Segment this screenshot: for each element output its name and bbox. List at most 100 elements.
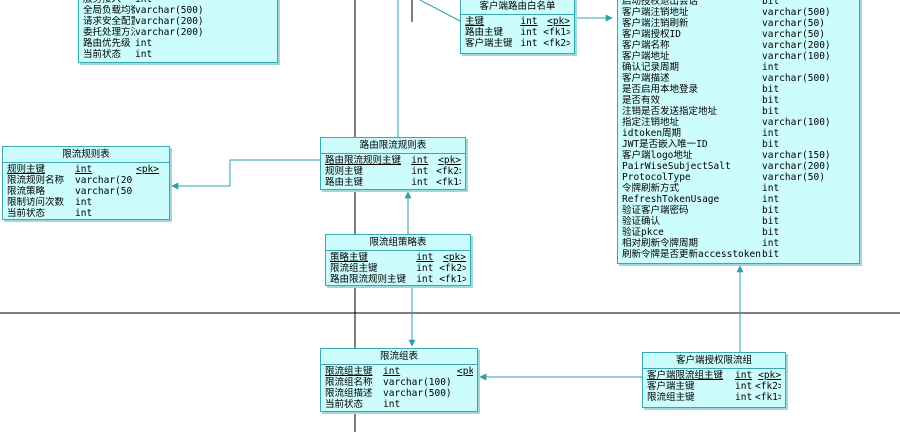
relation-route-rule-to-rate-rule bbox=[171, 159, 320, 190]
column-type: varchar(150) bbox=[762, 150, 831, 161]
column-type: int bbox=[762, 183, 780, 194]
column-name: 限流组主键 bbox=[647, 392, 695, 403]
column-name: 是否有效 bbox=[622, 95, 661, 106]
column-type: varchar(100) bbox=[762, 117, 831, 128]
entity-rows: 限流组主键int<pk>限流组名称varchar(100)限流组描述varcha… bbox=[321, 365, 477, 410]
column-key bbox=[133, 208, 159, 219]
column-name: 客户端限流组主键 bbox=[647, 370, 724, 381]
column-name: 客户端名称 bbox=[622, 40, 670, 51]
entity-table-rate-rule[interactable]: 限流规则表 规则主键 int <pk>限流规则名称varchar(200)限流策略v… bbox=[2, 146, 170, 220]
entity-row: 启动授权退出会话 bit bbox=[622, 0, 855, 7]
column-type: bit bbox=[762, 84, 780, 95]
column-type: varchar(100) bbox=[762, 51, 831, 62]
column-type: varchar(100) bbox=[383, 377, 452, 388]
column-type: varchar(200) bbox=[135, 16, 204, 27]
column-type: varchar(500) bbox=[762, 73, 831, 84]
column-name: 策略主键 bbox=[330, 252, 369, 263]
entity-table-rate-group[interactable]: 限流组表 限流组主键int<pk>限流组名称varchar(100)限流组描述v… bbox=[320, 348, 478, 412]
column-name: idtoken周期 bbox=[622, 128, 682, 139]
column-name: 路由优先级 bbox=[83, 38, 131, 49]
column-name: 指定注销地址 bbox=[622, 117, 680, 128]
column-type: varchar(50) bbox=[762, 18, 825, 29]
column-type: int bbox=[416, 263, 434, 274]
column-name: 当前状态 bbox=[7, 208, 46, 219]
entity-row: 限流组主键 int <fk2> bbox=[330, 263, 466, 274]
column-type: bit bbox=[762, 0, 780, 7]
column-type: bit bbox=[762, 95, 780, 106]
column-type: int bbox=[75, 197, 93, 208]
column-name: 路由限流规则主键 bbox=[325, 155, 402, 166]
column-key: <fk2> bbox=[439, 263, 466, 274]
column-name: 客户端描述 bbox=[622, 73, 670, 84]
entity-title: 客户端路由白名单 bbox=[461, 0, 574, 15]
column-name: 当前状态 bbox=[83, 49, 122, 60]
column-type: bit bbox=[762, 106, 780, 117]
column-key bbox=[133, 186, 159, 197]
column-key bbox=[457, 388, 473, 399]
entity-table-route-rate-rule[interactable]: 路由限流规则表 路由限流规则主键int<pk>规则主键int<fk2>路由主键i… bbox=[320, 137, 466, 190]
entity-title: 限流组表 bbox=[321, 349, 477, 365]
column-name: 确认记录周期 bbox=[622, 62, 680, 73]
column-key bbox=[457, 377, 473, 388]
column-name: 服务接入 bbox=[83, 0, 135, 5]
entity-table-route-config[interactable]: 服务接入int全局负载均衡配置varchar(500)请求安全配置varchar… bbox=[78, 0, 278, 63]
column-name: 启动授权退出会话 bbox=[622, 0, 699, 7]
column-type: bit bbox=[762, 205, 780, 216]
entity-title: 路由限流规则表 bbox=[321, 138, 465, 154]
column-key bbox=[457, 399, 473, 410]
column-type: int bbox=[75, 164, 93, 175]
entity-row: 限制访问次数 int bbox=[7, 197, 165, 208]
entity-row: 规则主键 int <pk> bbox=[7, 164, 165, 175]
entity-title: 限流规则表 bbox=[3, 147, 169, 163]
column-type: varchar(500) bbox=[383, 388, 452, 399]
column-name: 委托处理方法 bbox=[83, 27, 135, 38]
column-key: <fk1> bbox=[436, 177, 461, 188]
column-type: varchar(500) bbox=[762, 7, 831, 18]
column-name: ProtocolType bbox=[622, 172, 691, 183]
column-name: 验证pkce bbox=[622, 227, 664, 238]
column-name: 限流规则名称 bbox=[7, 175, 65, 186]
column-type: int bbox=[735, 381, 753, 392]
entity-row: 客户端logo地址 varchar(150) bbox=[622, 150, 855, 161]
column-key: <fk2> bbox=[543, 38, 570, 49]
column-name: 规则主键 bbox=[7, 164, 46, 175]
column-name: 限制访问次数 bbox=[7, 197, 65, 208]
column-type: int bbox=[735, 392, 753, 403]
entity-rows: 服务接入int全局负载均衡配置varchar(500)请求安全配置varchar… bbox=[79, 0, 277, 60]
column-name: 限流组主键 bbox=[330, 263, 378, 274]
column-name: 全局负载均衡配置 bbox=[83, 5, 135, 16]
column-name: 规则主键 bbox=[325, 166, 364, 177]
column-key: <fk1> bbox=[543, 27, 570, 38]
column-key: <pk> bbox=[136, 164, 159, 175]
column-name: 客户端logo地址 bbox=[622, 150, 693, 161]
column-key: <pk> bbox=[443, 252, 466, 263]
column-type: int bbox=[383, 366, 401, 377]
column-name: 路由主键 bbox=[465, 27, 504, 38]
column-name: 客户端地址 bbox=[622, 51, 670, 62]
